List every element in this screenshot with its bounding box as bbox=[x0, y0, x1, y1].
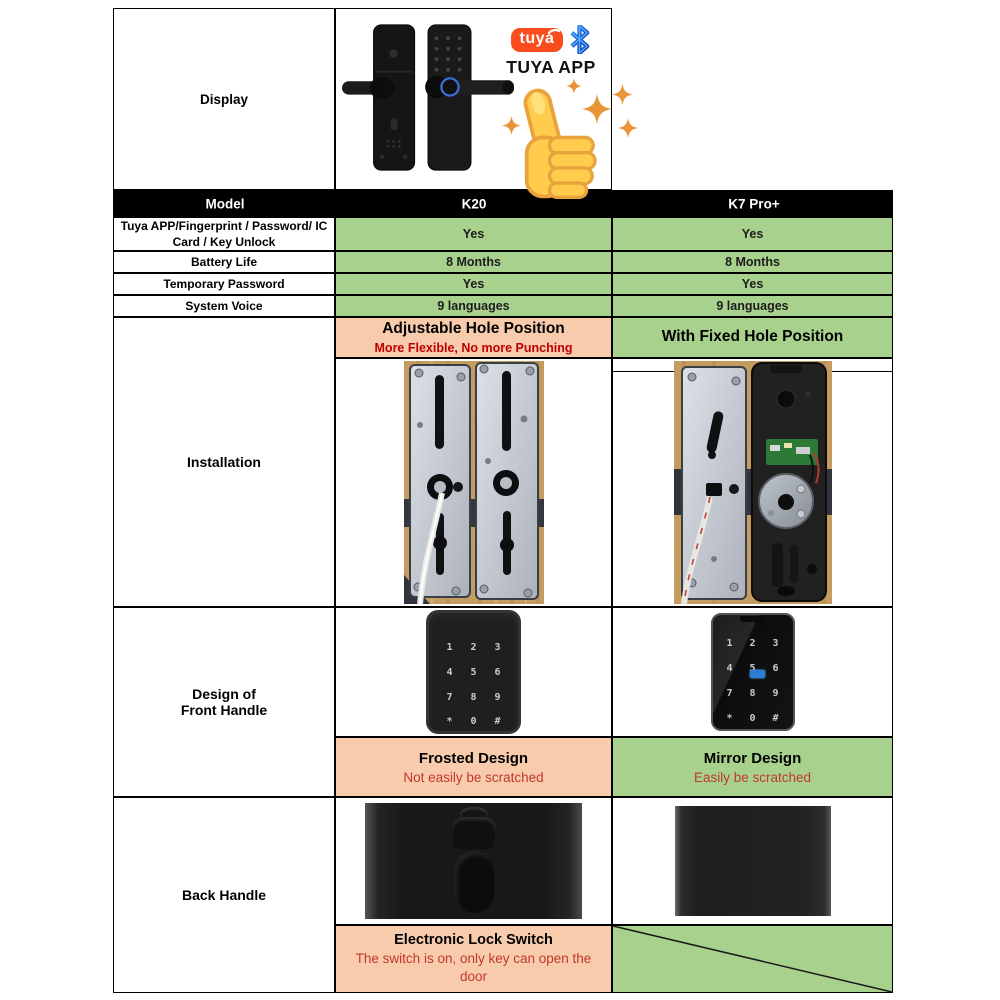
spec-k20-unlock: Yes bbox=[335, 217, 612, 251]
model-k20: K20 bbox=[461, 196, 487, 211]
tuya-app-label: TUYA APP bbox=[506, 57, 596, 77]
display-label: Display bbox=[199, 91, 249, 107]
comparison-table: Display tuya TUYA APP tuya bbox=[113, 8, 893, 993]
spec-label-temp-password: Temporary Password bbox=[113, 273, 335, 295]
sparkle-icon bbox=[566, 78, 582, 94]
k20-installation-photo-cell bbox=[335, 358, 612, 607]
model-label: Model bbox=[205, 196, 245, 211]
k7-installation-photo bbox=[673, 361, 832, 604]
front-design-label-cell: Design of Front Handle bbox=[113, 607, 335, 797]
model-k7: K7 Pro+ bbox=[728, 196, 780, 211]
tuya-signal-arc-icon bbox=[548, 28, 561, 34]
installation-label: Installation bbox=[187, 454, 261, 470]
spec-label-unlock: Tuya APP/Fingerprint / Password/ IC Card… bbox=[113, 217, 335, 251]
k20-installation-photo bbox=[403, 361, 544, 604]
spec-k7-unlock: Yes bbox=[612, 217, 893, 251]
lock-switch-knob bbox=[453, 851, 494, 913]
k20-hole-position-cell: Adjustable Hole Position More Flexible, … bbox=[335, 317, 612, 358]
keypad-notch bbox=[739, 616, 766, 622]
sparkle-icon bbox=[502, 116, 521, 135]
sparkle-icon bbox=[612, 84, 633, 105]
back-handle-label-cell: Back Handle bbox=[113, 797, 335, 993]
k7-no-switch-cell bbox=[612, 925, 893, 993]
model-row: Model K20 K7 Pro+ bbox=[113, 190, 893, 217]
sparkle-icon bbox=[618, 118, 638, 138]
k7-back-handle-photo bbox=[674, 806, 831, 916]
lock-switch-cap bbox=[451, 817, 496, 849]
spec-k20-system-voice: 9 languages bbox=[335, 295, 612, 317]
bluetooth-icon bbox=[570, 25, 590, 54]
k20-lock-switch-note-cell: Electronic Lock Switch The switch is on,… bbox=[335, 925, 612, 993]
diagonal-na-line bbox=[613, 926, 892, 992]
tuya-logo: tuya bbox=[510, 27, 564, 52]
spec-k20-temp-password: Yes bbox=[335, 273, 612, 295]
spec-label-battery: Battery Life bbox=[113, 251, 335, 273]
spec-label-system-voice: System Voice bbox=[113, 295, 335, 317]
k20-design-note-cell: Frosted Design Not easily be scratched bbox=[335, 737, 612, 797]
installation-label-cell: Installation bbox=[113, 317, 335, 607]
tuya-reflection-badge bbox=[749, 670, 765, 678]
k20-display-cell: tuya TUYA APP bbox=[335, 8, 612, 190]
k7-back-handle-photo-cell bbox=[612, 797, 893, 925]
display-label-cell: Display bbox=[113, 8, 335, 190]
k20-product-photo bbox=[342, 21, 514, 174]
sparkle-icon bbox=[582, 94, 612, 124]
k20-back-handle-photo bbox=[365, 803, 582, 919]
k7-installation-photo-cell bbox=[612, 358, 893, 607]
spec-k7-temp-password: Yes bbox=[612, 273, 893, 295]
spec-k7-battery: 8 Months bbox=[612, 251, 893, 273]
k20-back-handle-photo-cell bbox=[335, 797, 612, 925]
spec-k7-system-voice: 9 languages bbox=[612, 295, 893, 317]
thumbs-up-emoji bbox=[523, 88, 597, 199]
k7-hole-position-cell: With Fixed Hole Position bbox=[612, 317, 893, 358]
k20-tuya-app-logo: tuya TUYA APP bbox=[495, 25, 607, 78]
k7-design-note-cell: Mirror Design Easily be scratched bbox=[612, 737, 893, 797]
spec-k20-battery: 8 Months bbox=[335, 251, 612, 273]
